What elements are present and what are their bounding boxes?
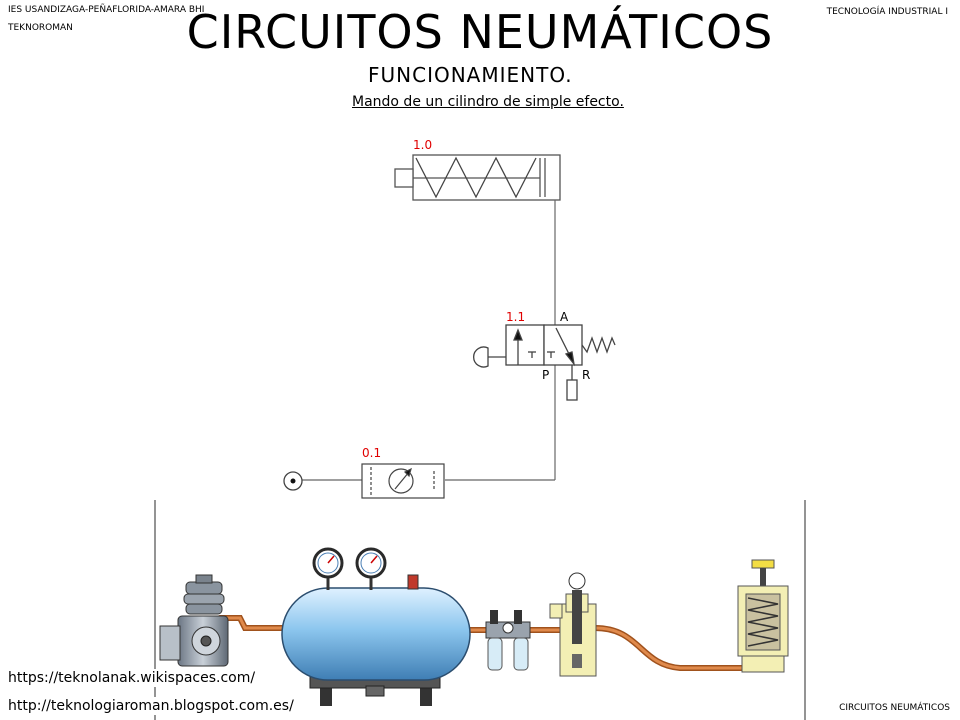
service-unit-symbol [361,463,445,499]
air-lines [300,200,556,481]
frl-unit [485,610,531,671]
push-button-valve-pictorial [549,572,597,677]
port-a-label: A [560,310,569,324]
port-p-label: P [542,368,549,382]
single-acting-cylinder [394,154,561,201]
installation-frame [154,500,806,720]
valve-label: 1.1 [506,310,525,324]
air-hoses [217,615,748,671]
gauge-icon [312,547,344,579]
cylinder-label: 1.0 [413,138,432,152]
air-tank [281,547,471,706]
course-name: TECNOLOGÍA INDUSTRIAL I [826,7,948,17]
diagram-caption: Mando de un cilindro de simple efecto. [352,94,624,110]
slide-title: CIRCUITOS NEUMÁTICOS [186,5,774,59]
link-blogspot[interactable]: http://teknologiaroman.blogspot.com.es/ [6,697,296,715]
three-two-valve [472,324,616,401]
link-wikispaces[interactable]: https://teknolanak.wikispaces.com/ [6,669,258,687]
brand-name: TEKNOROMAN [8,23,73,33]
slide-subtitle: FUNCIONAMIENTO. [368,63,573,87]
port-r-label: R [582,368,590,382]
cylinder-pictorial [737,559,789,673]
gauge-icon [355,547,387,579]
school-name: IES USANDIZAGA-PEÑAFLORIDA-AMARA BHI [8,5,205,15]
footer-label: CIRCUITOS NEUMÁTICOS [839,703,950,713]
compressor [159,574,229,667]
pressure-source-symbol [283,471,303,491]
source-label: 0.1 [362,446,381,460]
